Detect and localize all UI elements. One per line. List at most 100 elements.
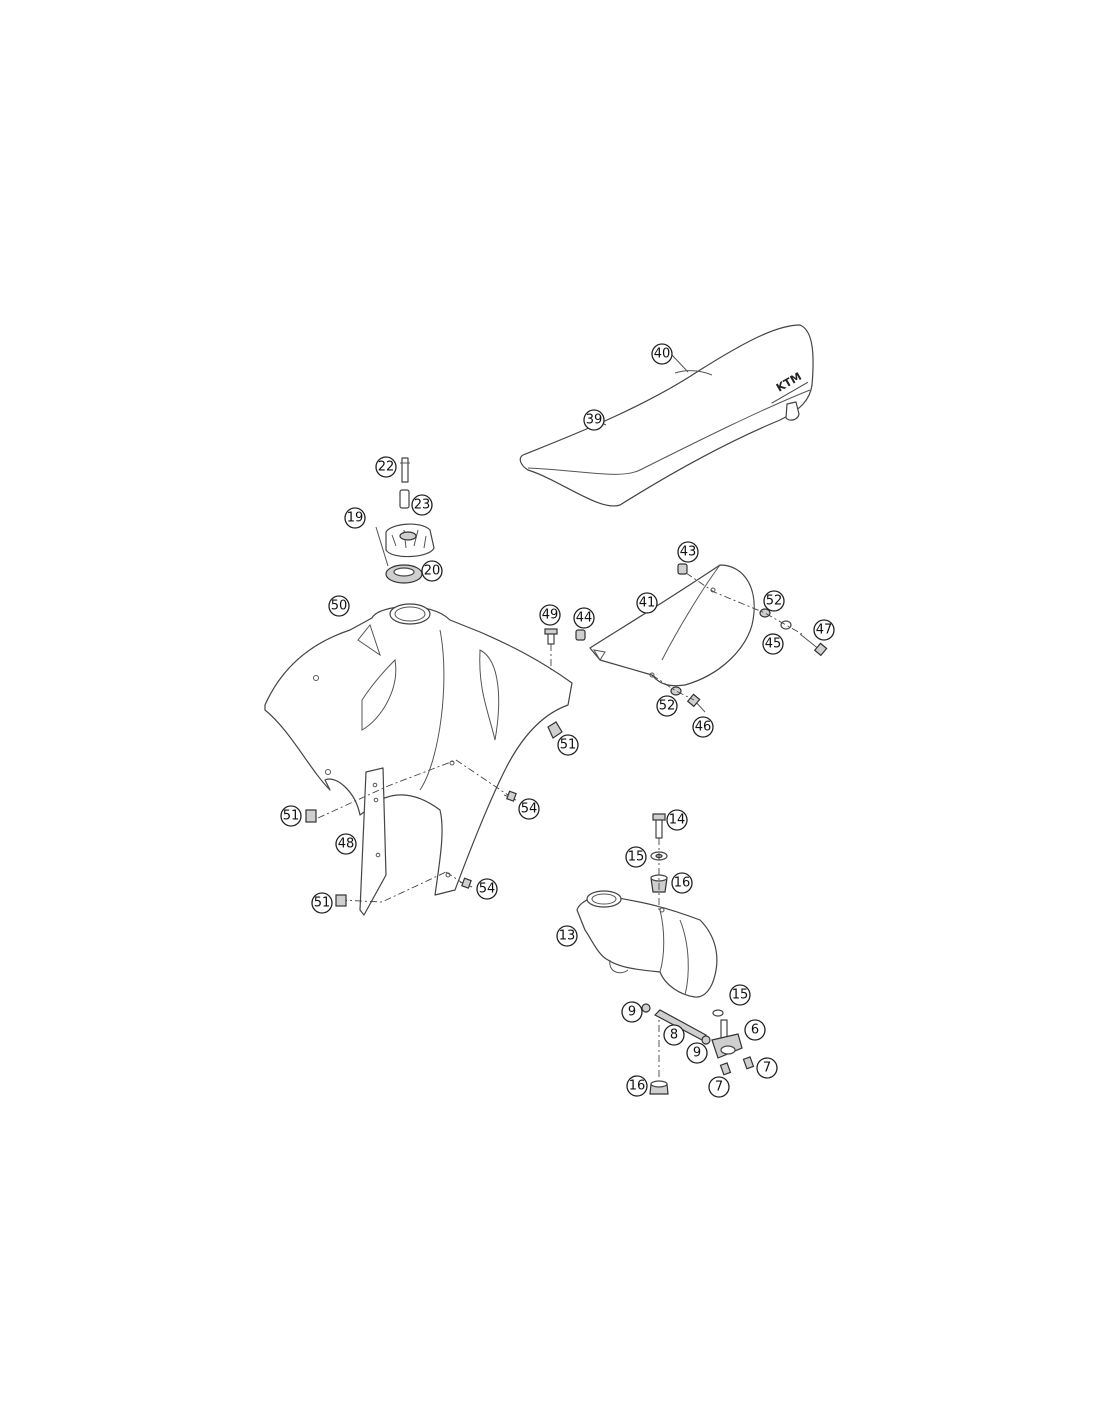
svg-text:51: 51 [560,738,577,753]
screw-49 [544,628,558,670]
svg-text:15: 15 [732,988,749,1003]
svg-text:50: 50 [331,599,348,614]
callout-19: 19 [344,507,366,529]
spring-clip-51-right [547,721,563,739]
svg-text:16: 16 [629,1079,646,1094]
callout-50: 50 [328,595,350,617]
side-cover [589,564,755,687]
breather-pin-22 [400,457,410,483]
callout-51-right: 51 [557,734,579,756]
svg-text:46: 46 [695,720,712,735]
callout-13: 13 [556,925,578,947]
svg-text:48: 48 [338,837,355,852]
svg-text:16: 16 [674,876,691,891]
svg-text:20: 20 [424,564,441,579]
svg-text:7: 7 [715,1080,723,1095]
callout-44: 44 [573,607,595,629]
fuel-cap-19 [385,523,435,558]
callout-47: 47 [813,619,835,641]
spring-clip-51-bottom [335,894,347,907]
screw-7-left [719,1062,732,1076]
bushing-52-lower [670,686,682,696]
spring-clip-51-left [305,809,317,823]
fuel-tank [576,890,718,998]
o-ring-15-bottom [712,1009,724,1017]
svg-text:51: 51 [314,896,331,911]
svg-text:47: 47 [816,623,833,638]
svg-text:44: 44 [576,611,593,626]
callout-45: 45 [762,633,784,655]
svg-text:9: 9 [693,1046,701,1061]
callout-9-right: 9 [686,1042,708,1064]
callout-20: 20 [421,560,443,582]
svg-text:23: 23 [414,498,431,513]
svg-text:43: 43 [680,545,697,560]
bolt-14 [652,813,666,839]
grommet-44 [575,629,586,641]
callout-23: 23 [411,494,433,516]
callout-51-bottom: 51 [311,892,333,914]
tank-shroud [264,603,573,896]
svg-text:7: 7 [763,1061,771,1076]
svg-text:39: 39 [586,413,603,428]
svg-text:13: 13 [559,929,576,944]
grommet-43 [677,563,688,575]
callout-43: 43 [677,541,699,563]
cap-seal-20 [385,564,423,584]
svg-text:49: 49 [542,608,559,623]
callout-16-bottom: 16 [626,1075,648,1097]
callout-40: 40 [651,343,673,365]
callout-39: 39 [583,409,605,431]
callout-14: 14 [666,809,688,831]
callout-6: 6 [744,1019,766,1041]
svg-text:52: 52 [659,699,676,714]
bolt-46 [686,693,706,713]
callout-51-left: 51 [280,805,302,827]
hose-clip-9-left [641,1003,651,1013]
callout-15-top: 15 [625,846,647,868]
callout-52-upper: 52 [763,590,785,612]
callout-49: 49 [539,604,561,626]
callout-22: 22 [375,456,397,478]
breather-hose-23 [399,489,410,509]
callout-16-top: 16 [671,872,693,894]
svg-text:8: 8 [670,1028,678,1043]
callout-46: 46 [692,716,714,738]
callout-54-upper: 54 [518,798,540,820]
svg-text:54: 54 [521,802,538,817]
callout-48: 48 [335,833,357,855]
svg-text:54: 54 [479,882,496,897]
svg-text:6: 6 [751,1023,759,1038]
svg-text:22: 22 [378,460,395,475]
screw-54-lower [459,877,473,889]
grommet-16-bottom [649,1080,669,1095]
callout-9-left: 9 [621,1001,643,1023]
svg-text:14: 14 [669,813,686,828]
callout-41: 41 [636,592,658,614]
callout-15-bottom: 15 [729,984,751,1006]
svg-text:9: 9 [628,1005,636,1020]
svg-text:41: 41 [639,596,656,611]
fuel-hose-8 [654,1009,707,1041]
callout-54-lower: 54 [476,878,498,900]
screw-54-upper [503,790,517,802]
svg-text:45: 45 [765,637,782,652]
washer-45 [780,620,792,630]
svg-text:52: 52 [766,594,783,609]
bolt-47 [799,633,828,657]
svg-text:19: 19 [347,511,364,526]
fuel-tap-6 [711,1019,743,1059]
bushing-52-upper [759,608,771,618]
svg-text:51: 51 [283,809,300,824]
hose-clip-9-right [701,1035,711,1045]
screw-7-right [742,1056,755,1070]
shroud-bracket-48 [359,767,387,916]
callout-8: 8 [663,1024,685,1046]
callout-7-right: 7 [756,1057,778,1079]
svg-text:40: 40 [654,347,671,362]
callout-52-lower: 52 [656,695,678,717]
callout-7-left: 7 [708,1076,730,1098]
seat: KTM [519,324,814,507]
svg-text:15: 15 [628,850,645,865]
